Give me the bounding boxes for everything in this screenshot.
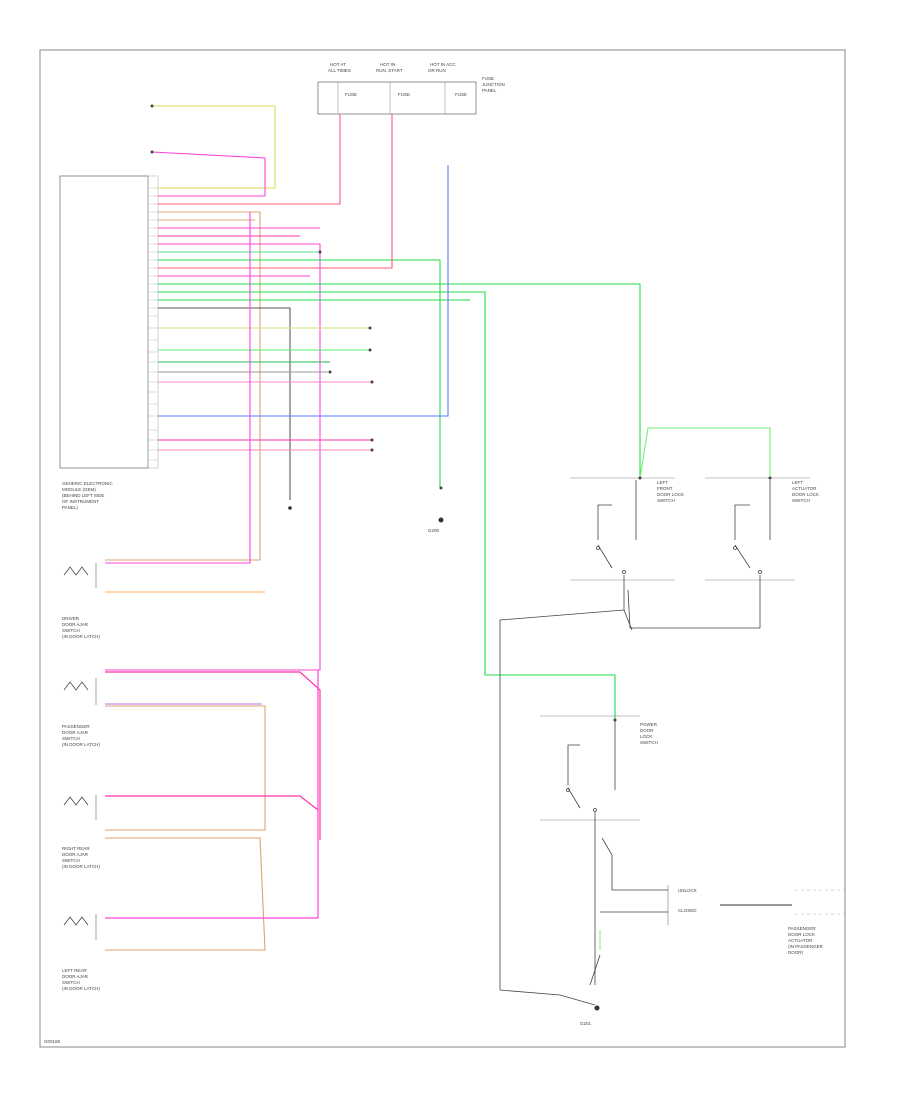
svg-text:DOOR AJAR: DOOR AJAR: [62, 622, 89, 627]
ground-points: [288, 506, 600, 1011]
svg-text:(BEHIND LEFT SIDE: (BEHIND LEFT SIDE: [62, 493, 104, 498]
svg-text:FUSE: FUSE: [398, 92, 410, 97]
left-door-lock-switch: [499, 480, 637, 990]
svg-text:G201: G201: [580, 1021, 592, 1026]
svg-text:SWITCH: SWITCH: [62, 736, 80, 741]
svg-text:UNLOCK: UNLOCK: [678, 888, 697, 893]
diagram-code: G00168: [44, 1039, 61, 1044]
svg-text:SWITCH: SWITCH: [657, 498, 675, 503]
svg-text:RUN, START: RUN, START: [376, 68, 403, 73]
svg-text:G200: G200: [428, 528, 440, 533]
svg-text:DOOR AJAR: DOOR AJAR: [62, 730, 89, 735]
svg-text:SWITCH: SWITCH: [792, 498, 810, 503]
svg-text:RIGHT REAR: RIGHT REAR: [62, 846, 90, 851]
svg-text:(IN DOOR LATCH): (IN DOOR LATCH): [62, 742, 100, 747]
gem-module: GENERIC ELECTRONIC MODULE (GEM) (BEHIND …: [59, 175, 159, 510]
svg-text:SWITCH: SWITCH: [640, 740, 658, 745]
svg-text:(IN DOOR LATCH): (IN DOOR LATCH): [62, 986, 100, 991]
diagram-border: [39, 49, 846, 1048]
module-wires: [105, 105, 641, 720]
svg-text:DOOR AJAR: DOOR AJAR: [62, 852, 89, 857]
svg-text:PASSENGER: PASSENGER: [62, 724, 90, 729]
svg-text:ALL TIMES: ALL TIMES: [328, 68, 351, 73]
svg-text:(IN DOOR LATCH): (IN DOOR LATCH): [62, 634, 100, 639]
module-pin-stubs: [148, 187, 158, 461]
svg-text:(IN PASSENGER: (IN PASSENGER: [788, 944, 824, 949]
lower-lock-switch: [499, 715, 668, 1006]
svg-text:PASSENGER: PASSENGER: [788, 926, 816, 931]
svg-text:JUNCTION: JUNCTION: [482, 82, 505, 87]
right-door-lock-switch: [627, 480, 771, 629]
svg-text:OF INSTRUMENT: OF INSTRUMENT: [62, 499, 99, 504]
svg-text:FRONT: FRONT: [657, 486, 673, 491]
svg-text:DOOR LOCK: DOOR LOCK: [788, 932, 815, 937]
splice-points: [150, 104, 772, 722]
svg-text:DOOR LOCK: DOOR LOCK: [792, 492, 819, 497]
svg-text:FUSE: FUSE: [482, 76, 494, 81]
svg-text:HOT AT: HOT AT: [330, 62, 346, 67]
svg-text:SWITCH: SWITCH: [62, 858, 80, 863]
svg-text:PANEL): PANEL): [62, 505, 78, 510]
svg-text:DOOR): DOOR): [788, 950, 804, 955]
svg-text:(IN DOOR LATCH): (IN DOOR LATCH): [62, 864, 100, 869]
svg-text:HOT IN ACC: HOT IN ACC: [430, 62, 456, 67]
svg-text:LEFT: LEFT: [792, 480, 803, 485]
svg-text:SWITCH: SWITCH: [62, 980, 80, 985]
svg-text:DOOR LOCK: DOOR LOCK: [657, 492, 684, 497]
svg-text:SWITCH: SWITCH: [62, 628, 80, 633]
svg-text:GENERIC ELECTRONIC: GENERIC ELECTRONIC: [62, 481, 114, 486]
svg-text:PANEL: PANEL: [482, 88, 497, 93]
svg-text:LEFT REAR: LEFT REAR: [62, 968, 87, 973]
svg-text:ACTUATOR: ACTUATOR: [792, 486, 817, 491]
svg-text:MODULE (GEM): MODULE (GEM): [62, 487, 96, 492]
passenger-door-module: UNLOCK CLOSED PASSENGER DOOR LOCK ACTUAT…: [667, 885, 845, 955]
svg-text:HOT IN: HOT IN: [380, 62, 395, 67]
svg-text:DRIVER: DRIVER: [62, 616, 80, 621]
svg-text:ACTUATOR: ACTUATOR: [788, 938, 813, 943]
svg-text:LEFT: LEFT: [657, 480, 668, 485]
svg-text:OR RUN: OR RUN: [428, 68, 446, 73]
svg-text:CLOSED: CLOSED: [678, 908, 697, 913]
svg-text:FUSE: FUSE: [455, 92, 467, 97]
svg-text:LOCK: LOCK: [640, 734, 652, 739]
svg-text:POWER: POWER: [640, 722, 658, 727]
upper-right-wiring: [570, 427, 810, 581]
svg-text:DOOR: DOOR: [640, 728, 654, 733]
svg-text:DOOR AJAR: DOOR AJAR: [62, 974, 89, 979]
svg-text:FUSE: FUSE: [345, 92, 357, 97]
